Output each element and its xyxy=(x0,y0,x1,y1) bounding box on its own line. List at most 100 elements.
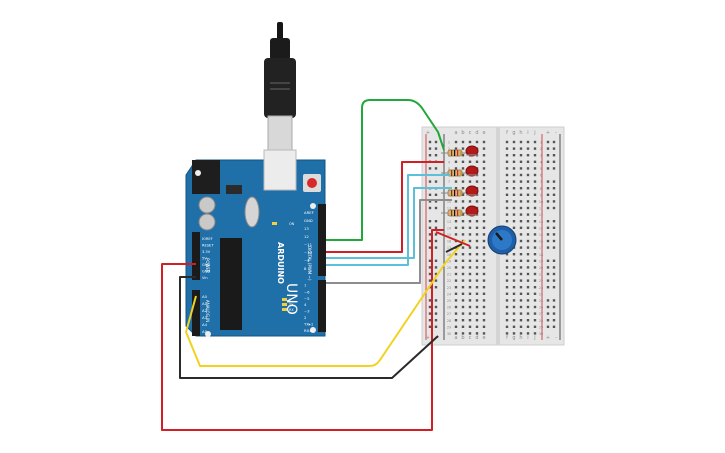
mount-hole xyxy=(310,203,316,209)
breadboard-rail-hole xyxy=(552,206,556,210)
digital-pin-label: 8 xyxy=(304,266,307,271)
breadboard-hole xyxy=(512,226,516,229)
breadboard-column-letter: d xyxy=(475,335,478,341)
breadboard-column-letter: i xyxy=(527,335,528,341)
breadboard-row-number: 16 xyxy=(447,240,451,244)
breadboard-hole xyxy=(526,305,530,309)
breadboard-hole xyxy=(482,239,486,243)
breadboard-hole xyxy=(526,272,530,276)
breadboard-hole xyxy=(475,299,479,302)
breadboard-hole xyxy=(461,299,465,302)
breadboard-hole xyxy=(505,305,509,309)
red-wire-pot xyxy=(435,231,471,247)
breadboard-rail-hole xyxy=(552,305,556,309)
digital-pin-label: 2 xyxy=(304,315,307,320)
breadboard-rail-hole xyxy=(552,233,556,236)
breadboard-rail-hole xyxy=(546,187,550,190)
breadboard-hole xyxy=(482,200,486,203)
breadboard-hole xyxy=(533,187,537,190)
reset-button-cap[interactable] xyxy=(307,178,317,188)
breadboard-row-number: 5 xyxy=(540,167,542,171)
breadboard-hole xyxy=(505,319,509,322)
breadboard-hole xyxy=(533,325,537,328)
breadboard-rail-sign: + xyxy=(546,335,550,341)
breadboard-rail-hole xyxy=(428,220,432,223)
regulator xyxy=(226,185,242,194)
breadboard-rail-hole xyxy=(552,259,556,262)
arduino-board[interactable]: ARDUINO UNO DIGITAL (PWM ~) POWER ANALOG… xyxy=(185,149,326,337)
breadboard-column-letter: j xyxy=(533,335,535,341)
breadboard-rail-hole xyxy=(428,147,432,150)
breadboard-hole xyxy=(533,259,537,262)
breadboard-hole xyxy=(482,140,486,144)
breadboard-row-number: 25 xyxy=(539,299,543,303)
breadboard-hole xyxy=(526,325,530,328)
breadboard-hole xyxy=(475,286,479,289)
power-pin-label: Vin xyxy=(202,276,208,280)
breadboard-hole xyxy=(482,325,486,328)
breadboard-hole xyxy=(505,147,509,150)
breadboard-hole xyxy=(533,147,537,150)
breadboard-rail-hole xyxy=(546,233,550,236)
breadboard-hole xyxy=(475,325,479,328)
breadboard-hole xyxy=(519,332,523,335)
breadboard-hole xyxy=(533,193,537,196)
breadboard-hole xyxy=(519,173,523,177)
breadboard-hole xyxy=(519,233,523,236)
breadboard-hole xyxy=(533,200,537,203)
model-label: UNO xyxy=(283,283,299,315)
breadboard-row-number: 9 xyxy=(540,193,542,197)
digital-pin-label: ~3 xyxy=(304,309,310,314)
breadboard-hole xyxy=(526,233,530,236)
breadboard-hole xyxy=(505,173,509,177)
breadboard-rail-hole xyxy=(546,154,550,157)
breadboard-hole xyxy=(526,286,530,289)
breadboard-rail-hole xyxy=(546,272,550,276)
breadboard-hole xyxy=(468,253,472,256)
breadboard-hole xyxy=(461,305,465,309)
breadboard-hole xyxy=(512,213,516,216)
breadboard-rail-hole xyxy=(552,325,556,328)
breadboard-hole xyxy=(533,246,537,249)
breadboard-rail-hole xyxy=(552,160,556,163)
breadboard-hole xyxy=(468,220,472,223)
breadboard-column-letter: g xyxy=(512,130,515,136)
breadboard-hole xyxy=(519,154,523,157)
breadboard-row-number: 30 xyxy=(447,332,451,336)
breadboard-row-number: 29 xyxy=(539,325,543,329)
breadboard-hole xyxy=(505,286,509,289)
breadboard-hole xyxy=(512,180,516,183)
breadboard-rail-hole xyxy=(428,226,432,229)
breadboard-hole xyxy=(505,213,509,216)
breadboard-hole xyxy=(533,233,537,236)
breadboard-hole xyxy=(519,213,523,216)
breadboard-hole xyxy=(475,233,479,236)
breadboard-hole xyxy=(454,253,458,256)
breadboard-hole xyxy=(519,187,523,190)
breadboard-hole xyxy=(475,279,479,282)
breadboard-hole xyxy=(454,299,458,302)
breadboard-rail-hole xyxy=(546,246,550,249)
breadboard-hole xyxy=(505,325,509,328)
breadboard-column-letter: f xyxy=(506,335,508,341)
led-rx xyxy=(282,308,287,311)
digital-pin-label: 12 xyxy=(304,234,309,239)
breadboard-row-number: 10 xyxy=(447,200,451,204)
breadboard-hole xyxy=(468,180,472,183)
potentiometer[interactable] xyxy=(487,225,517,255)
breadboard-rail-hole xyxy=(428,279,432,282)
arduino-logo: ARDUINO xyxy=(276,242,285,284)
breadboard-hole xyxy=(461,200,465,203)
digital-header-text: DIGITAL (PWM ~) xyxy=(307,246,312,281)
breadboard-row-number: 11 xyxy=(539,207,543,211)
breadboard-hole xyxy=(482,167,486,170)
analog-pin-label: A2 xyxy=(202,308,208,313)
board-led-label: TX xyxy=(288,303,294,307)
breadboard-rail-hole xyxy=(552,167,556,170)
breadboard-hole xyxy=(526,292,530,295)
breadboard-rail-hole xyxy=(434,154,438,157)
breadboard-hole xyxy=(454,200,458,203)
breadboard-row-number: 26 xyxy=(539,306,543,310)
breadboard-hole xyxy=(519,325,523,328)
breadboard-rail-hole xyxy=(552,220,556,223)
